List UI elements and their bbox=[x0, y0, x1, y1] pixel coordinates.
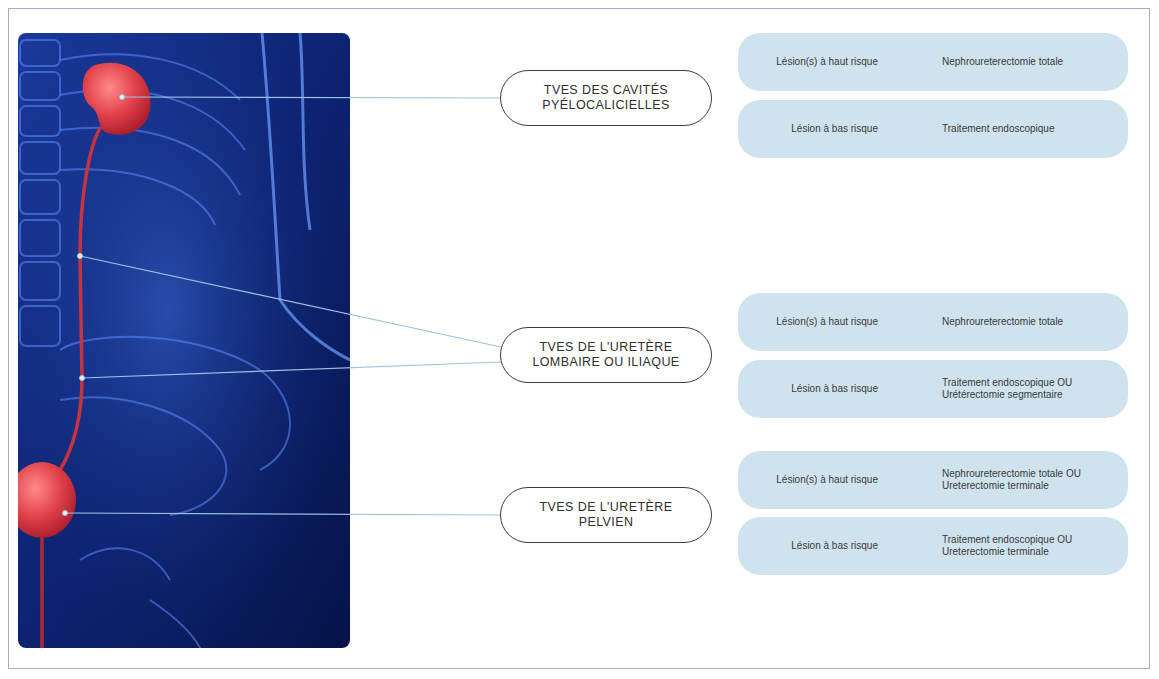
treatment-text: Nephroureterectomie totale OU Ureterecto… bbox=[942, 468, 1104, 492]
leader-line bbox=[122, 97, 500, 98]
risk-level: Lésion(s) à haut risque bbox=[750, 316, 878, 328]
leader-line bbox=[80, 256, 501, 347]
treatment-text: Nephroureterectomie totale bbox=[942, 56, 1104, 68]
treatment-text: Traitement endoscopique OU Ureterectomie… bbox=[942, 534, 1104, 558]
treatment-text: Nephroureterectomie totale bbox=[942, 316, 1104, 328]
location-label: TVES DE L'URETÈRE LOMBAIRE OU ILIAQUE bbox=[500, 327, 712, 383]
skeleton bbox=[20, 40, 290, 648]
leader-dot bbox=[78, 254, 83, 259]
location-label: TVES DES CAVITÉS PYÉLOCALICIELLES bbox=[500, 70, 712, 126]
kidney bbox=[83, 63, 151, 135]
risk-level: Lésion à bas risque bbox=[750, 383, 878, 395]
location-label: TVES DE L'URETÈRE PELVIEN bbox=[500, 487, 712, 543]
ureter bbox=[60, 128, 100, 470]
risk-band: Lésion à bas risque Traitement endoscopiq… bbox=[738, 360, 1128, 418]
risk-band: Lésion à bas risque Traitement endoscopiq… bbox=[738, 100, 1128, 158]
leader-dots bbox=[63, 95, 125, 516]
leader-lines bbox=[65, 97, 501, 515]
risk-level: Lésion à bas risque bbox=[750, 123, 878, 135]
leader-line bbox=[65, 513, 500, 515]
treatment-text: Traitement endoscopique OU Urétérectomie… bbox=[942, 377, 1104, 401]
location-title: TVES DE L'URETÈRE LOMBAIRE OU ILIAQUE bbox=[522, 340, 690, 370]
risk-level: Lésion à bas risque bbox=[750, 540, 878, 552]
risk-band: Lésion(s) à haut risque Nephroureterectom… bbox=[738, 451, 1128, 509]
leader-line bbox=[82, 362, 501, 378]
leader-dot bbox=[63, 511, 68, 516]
risk-band: Lésion(s) à haut risque Nephroureterectom… bbox=[738, 293, 1128, 351]
risk-band: Lésion(s) à haut risque Nephroureterectom… bbox=[738, 33, 1128, 91]
location-title: TVES DE L'URETÈRE PELVIEN bbox=[522, 500, 690, 530]
location-title: TVES DES CAVITÉS PYÉLOCALICIELLES bbox=[522, 83, 690, 113]
body-panel bbox=[18, 33, 350, 648]
frame-border bbox=[9, 9, 1150, 669]
treatment-text: Traitement endoscopique bbox=[942, 123, 1104, 135]
risk-band: Lésion à bas risque Traitement endoscopiq… bbox=[738, 517, 1128, 575]
urethra bbox=[40, 535, 44, 648]
risk-level: Lésion(s) à haut risque bbox=[750, 56, 878, 68]
leader-dot bbox=[120, 95, 125, 100]
leader-dot bbox=[80, 376, 85, 381]
bladder bbox=[18, 462, 76, 538]
risk-level: Lésion(s) à haut risque bbox=[750, 474, 878, 486]
